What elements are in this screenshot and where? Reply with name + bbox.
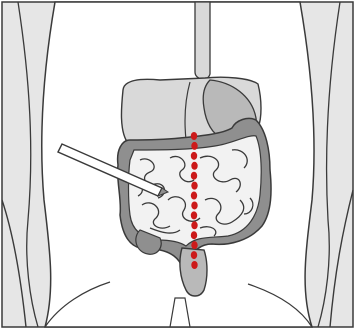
marker-dot <box>191 152 197 160</box>
marker-dot <box>191 142 197 150</box>
marker-dot <box>191 162 197 170</box>
marker-dot <box>191 182 197 190</box>
esophagus <box>195 2 210 79</box>
marker-dot <box>191 172 197 180</box>
marker-dot <box>191 261 197 269</box>
marker-dot <box>191 241 197 249</box>
marker-dot <box>191 132 197 140</box>
marker-dot <box>191 201 197 209</box>
marker-dot <box>191 231 197 239</box>
marker-dot <box>191 221 197 229</box>
marker-dot <box>191 211 197 219</box>
marker-dot <box>191 192 197 200</box>
marker-dot <box>191 251 197 259</box>
